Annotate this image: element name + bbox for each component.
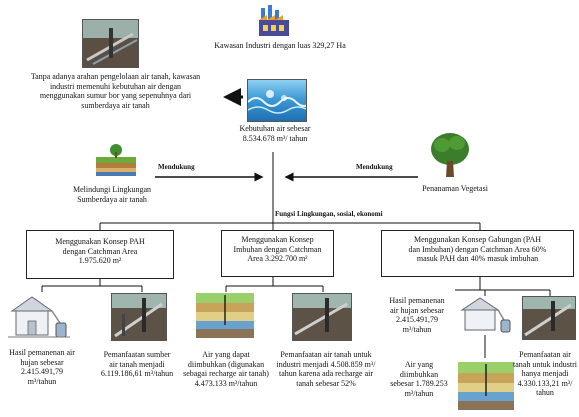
left-caption-line1: Melindungi Lingkungan [73, 185, 151, 194]
concept-box-pah: Menggunakan Konsep PAH dengan Catchman A… [26, 230, 174, 279]
r1-line4: m³/tahun [27, 376, 57, 386]
water-photo [247, 79, 307, 122]
r4-line1: Pemanfaatan air tanah untuk [280, 350, 372, 359]
concept-imbuhan-line1: Menggunakan Konsep [241, 235, 314, 244]
concept-imbuhan-line2: Imbuhan dengan Catchman [233, 244, 322, 254]
r4-line2: industri menjadi 4.508.859 m³/ [276, 359, 376, 369]
factory-icon [259, 5, 289, 36]
pipe-photo-3 [292, 293, 352, 341]
r6-line2: diimbuhkan [399, 369, 439, 379]
r3-line3: sebagai recharge air tanah) [183, 369, 269, 378]
house-tank-icon [8, 296, 70, 338]
pipe-photo-4 [522, 296, 576, 340]
r4-line3: tahun karena ada recharge air [278, 369, 373, 378]
recharge-layers-icon-2 [458, 362, 514, 410]
r5-line3: 2.415.491,79 [396, 315, 438, 324]
concept-pah-line2: dengan Catchman Area [62, 246, 138, 256]
r5-line1: Hasil pemanenan [389, 296, 445, 305]
tree-icon [431, 133, 469, 177]
r1-line2: hujan sebesar [20, 357, 64, 367]
functions-label: Fungsi Lingkungan, sosial, ekonomi [275, 210, 383, 218]
result-6: Air yang diimbuhkan sebesar 1.789.253 m³… [384, 360, 454, 398]
r1-line3: 2.415.491,79 [21, 367, 63, 376]
concept-box-gabungan: Menggunakan Konsep Gabungan (PAH dan Imb… [381, 230, 574, 277]
r3-line2: diimbuhkan (digunakan [187, 359, 265, 369]
r1-line1: Hasil pemanenan air [9, 348, 75, 357]
concept-gabungan-line2: dan Imbuhan) dengan Catchman Area 60% [408, 244, 547, 254]
pipe-photo-top [82, 19, 139, 68]
concept-pah-line3: 1.975.620 m² [78, 256, 122, 265]
r2-line2: air tanah menjadi [109, 359, 165, 369]
concept-pah-line1: Menggunakan Konsep PAH [55, 237, 145, 246]
support-right-label: Mendukung [356, 163, 393, 171]
r7-line1: Pemanfaatan air [519, 350, 571, 359]
house-tank-icon-2 [460, 297, 511, 333]
water-need-line1: Kebutuhan air sebesar [239, 124, 311, 133]
r6-line1: Air yang [404, 360, 434, 369]
result-7: Pemanfaatan air tanah untuk industri han… [512, 350, 578, 398]
concept-gabungan-line1: Menggunakan Konsep Gabungan (PAH [413, 235, 542, 244]
r6-line4: m³/tahun [404, 388, 434, 398]
r5-line2: air hujan sebesar [390, 305, 444, 315]
result-3: Air yang dapat diimbuhkan (digunakan seb… [183, 350, 269, 388]
r7-line4: 4.330.133,21 m³/ [517, 378, 573, 388]
concept-box-imbuhan: Menggunakan Konsep Imbuhan dengan Catchm… [221, 230, 334, 277]
r2-line1: Pemanfaatan sumber [103, 350, 171, 359]
concept-gabungan-line3: masuk PAH dan 40% masuk imbuhan [416, 254, 539, 263]
r5-line4: m³/tahun [402, 324, 432, 334]
industrial-area-label: Kawasan Industri dengan luas 329,27 Ha [214, 41, 346, 50]
concept-imbuhan-line3: Area 3.292.700 m² [247, 254, 308, 263]
r3-line4: 4.473.133 m³/tahun [194, 378, 258, 388]
r6-line3: sebesar 1.789.253 [390, 379, 448, 388]
recharge-layers-icon [196, 293, 254, 338]
left-caption-line2: Sumberdaya air tanah [77, 195, 147, 204]
result-2: Pemanfaatan sumber air tanah menjadi 6.1… [92, 350, 182, 379]
result-5: Hasil pemanenan air hujan sebesar 2.415.… [381, 296, 453, 334]
result-4: Pemanfaatan air tanah untuk industri men… [272, 350, 380, 388]
result-1: Hasil pemanenan air hujan sebesar 2.415.… [4, 348, 80, 386]
r7-line3: hanya menjadi [521, 369, 569, 378]
pipe-photo-2 [111, 293, 167, 341]
r4-line4: tanah sebesar 52% [296, 378, 356, 388]
support-left-label: Mendukung [158, 163, 195, 171]
left-note: Tanpa adanya arahan pengelolaan air tana… [30, 72, 201, 110]
earth-layers-icon [96, 144, 136, 176]
water-need-line2: 8.534.678 m³/ tahun [242, 134, 308, 143]
r7-line2: tanah untuk industri [513, 359, 577, 369]
r7-line5: tahun [536, 388, 554, 397]
right-caption: Penanaman Vegetasi [422, 184, 488, 193]
r3-line1: Air yang dapat [202, 350, 250, 359]
r2-line3: 6.119.186,61 m³/tahun [100, 369, 174, 378]
